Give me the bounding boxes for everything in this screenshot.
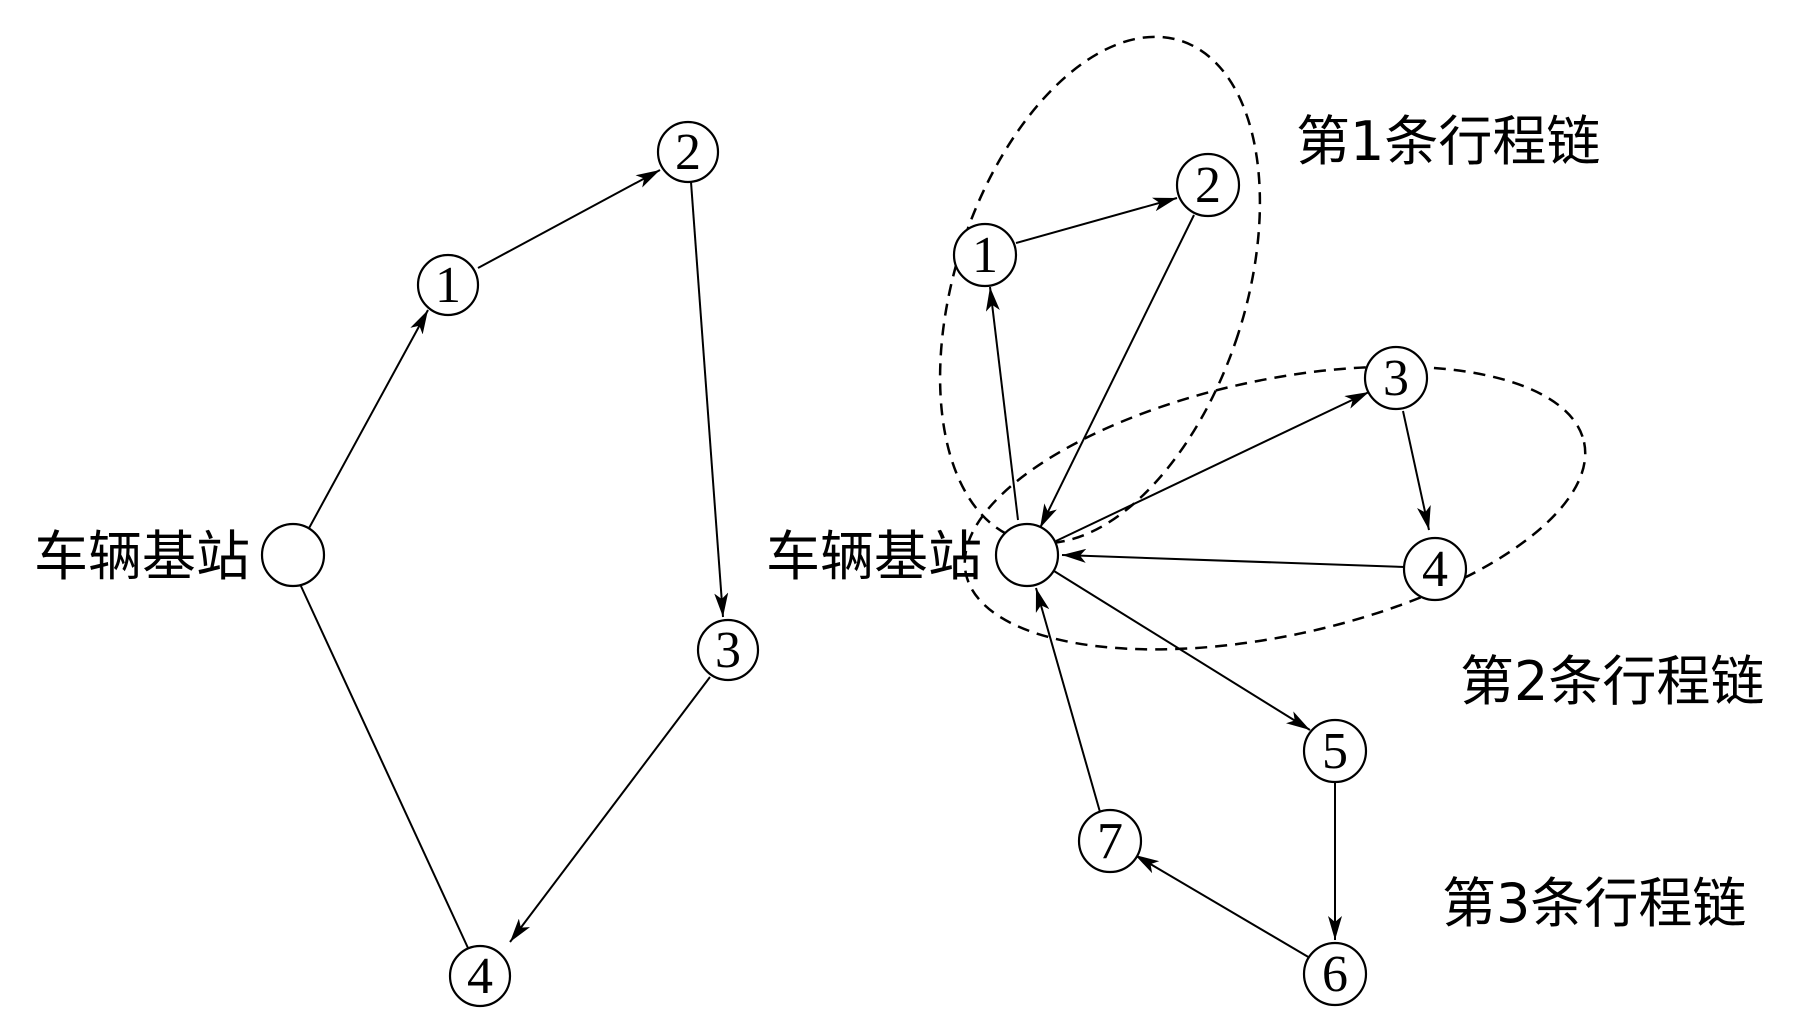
chain-2-ellipse [963,365,1587,651]
right-diagram: 车辆基站 1 2 3 4 5 6 7 第1条行 [766,35,1764,1007]
right-node-4-label: 4 [1422,541,1448,598]
right-edge-1-2 [1015,197,1178,244]
left-edge-2-3 [690,181,729,618]
right-node-1: 1 [952,222,1018,288]
right-node-1-label: 1 [972,227,998,284]
right-node-2: 2 [1175,152,1241,218]
right-edge-4-depot [1061,548,1406,568]
right-node-6-label: 6 [1322,946,1348,1003]
left-depot-node [260,522,326,588]
left-node-2-label: 2 [675,124,701,181]
right-node-5-label: 5 [1322,723,1348,780]
right-edge-3-4 [1402,410,1431,531]
left-edge-1-2 [477,169,661,269]
left-node-4-label: 4 [467,948,493,1005]
left-diagram: 车辆基站 1 2 3 4 [34,120,760,1008]
left-node-3: 3 [696,618,760,682]
right-depot-node [994,522,1060,588]
right-edge-6-7 [1134,854,1311,959]
right-edge-7-depot [1035,587,1101,813]
left-node-4: 4 [448,944,512,1008]
left-node-1-label: 1 [435,257,461,314]
right-node-3-label: 3 [1383,350,1409,407]
right-depot-label: 车辆基站 [766,525,982,588]
left-node-2: 2 [656,120,720,184]
right-node-7: 7 [1077,808,1143,874]
left-depot-label: 车辆基站 [34,525,250,588]
right-node-4: 4 [1402,536,1468,602]
left-edge-depot-1 [307,309,429,531]
left-edge-3-4 [509,676,711,943]
right-node-6: 6 [1302,941,1368,1007]
left-node-1: 1 [416,253,480,317]
right-node-2-label: 2 [1195,157,1221,214]
left-edge-4-depot [299,583,469,949]
right-edge-depot-5 [1053,570,1311,731]
chain-1-ellipse [938,35,1262,545]
right-node-7-label: 7 [1097,813,1123,870]
right-node-3: 3 [1363,345,1429,411]
chain-1-label: 第1条行程链 [1296,110,1600,173]
chain-2-label: 第2条行程链 [1460,650,1764,713]
right-edge-depot-1 [985,286,1019,521]
right-edge-2-depot [1039,214,1195,529]
right-node-5: 5 [1302,718,1368,784]
chain-3-label: 第3条行程链 [1442,872,1746,935]
right-edge-depot-3 [1055,391,1370,542]
left-node-3-label: 3 [715,622,741,679]
